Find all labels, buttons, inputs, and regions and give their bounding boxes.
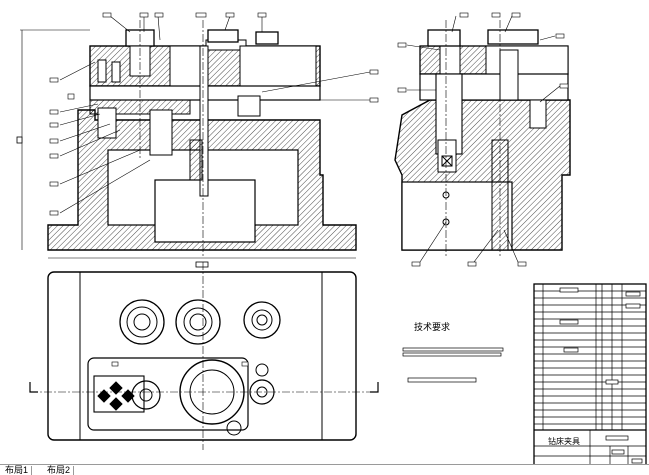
tab-layout-2[interactable]: 布局2 — [44, 466, 75, 475]
layout-tab-bar: 布局1 布局2 — [0, 464, 649, 475]
side-section-view — [394, 12, 571, 267]
tab-layout-1[interactable]: 布局1 — [2, 466, 33, 475]
title-block-caption: 钻床夹具 — [548, 436, 580, 446]
technical-requirements-title: 技术要求 — [414, 321, 450, 332]
parts-list-table: 钻床夹具 — [533, 283, 647, 467]
top-plan-view — [29, 262, 380, 450]
technical-requirements: 技术要求 — [402, 321, 504, 383]
front-section-view — [16, 12, 379, 268]
